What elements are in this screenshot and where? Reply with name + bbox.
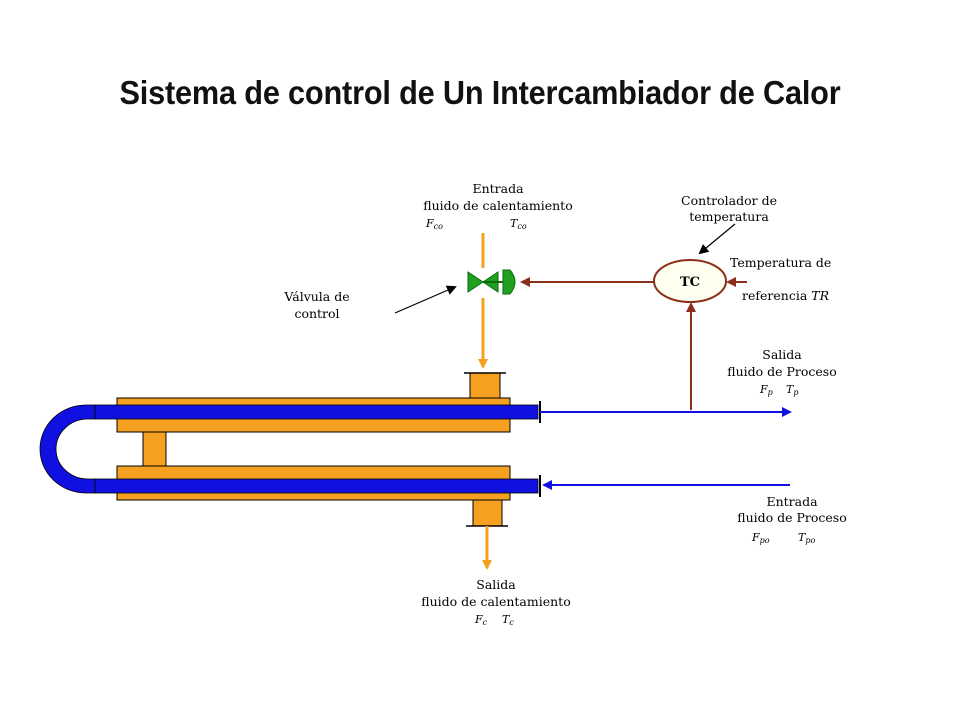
heating-outlet-label-1: Salida [476,577,516,592]
shell-connector [142,431,167,467]
process-inlet-vars: Fpo Tpo [751,531,815,546]
valve-label-1: Válvula de [283,289,349,304]
valve-pointer [394,285,457,314]
process-tube [39,404,539,494]
reference-label-2: referencia TR [742,288,829,303]
shell-inlet-nozzle [469,372,501,401]
page-title: Sistema de control de Un Intercambiador … [119,74,841,111]
control-valve-icon [467,269,516,295]
valve-label-2: control [294,306,339,321]
controller-label-1: Controlador de [681,193,777,208]
heating-outlet-vars: Fc Tc [474,613,514,628]
controller-tag: TC [680,275,700,290]
heating-inlet-label-2: fluido de calentamiento [423,198,572,213]
process-inlet-label-2: fluido de Proceso [737,510,847,525]
process-outlet-label-2: fluido de Proceso [727,364,837,379]
process-inlet-label-1: Entrada [766,494,818,509]
temperature-controller [653,259,727,303]
controller-pointer [698,223,736,255]
heating-inlet-label-1: Entrada [472,181,524,196]
heating-inlet-vars: Fco Tco [425,217,527,232]
controller-label-2: temperatura [689,209,769,224]
process-outlet-vars: Fp Tp [759,383,798,398]
heating-outlet-label-2: fluido de calentamiento [421,594,570,609]
process-outlet-label-1: Salida [762,347,802,362]
shell-outlet-nozzle [472,499,503,527]
reference-label-1: Temperatura de [730,255,831,270]
